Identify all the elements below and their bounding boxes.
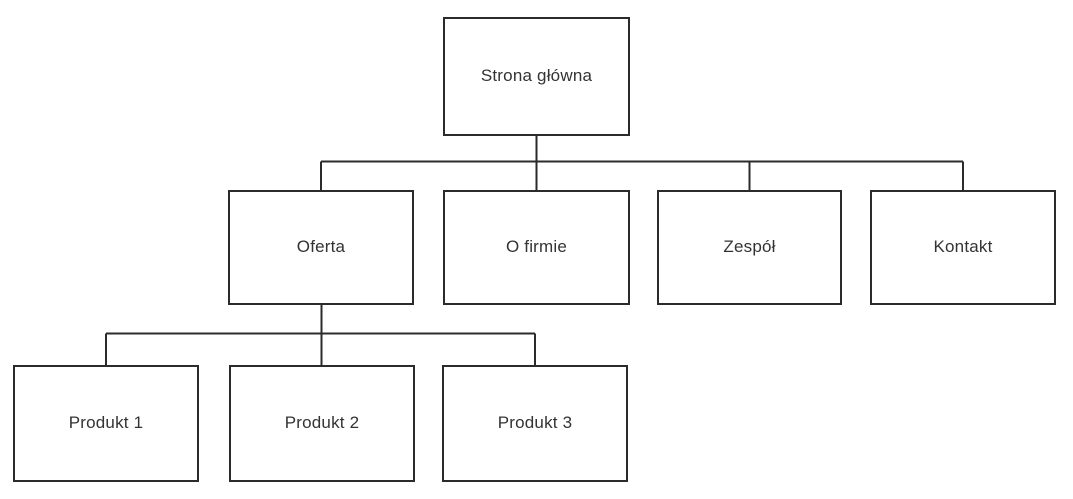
node-label: Zespół — [723, 237, 776, 257]
node-label: Strona główna — [480, 66, 593, 86]
node-label: Produkt 3 — [497, 413, 573, 433]
node-o-firmie: O firmie — [443, 190, 630, 305]
node-label: Produkt 2 — [284, 413, 360, 433]
node-oferta: Oferta — [228, 190, 414, 305]
node-label: Kontakt — [933, 237, 993, 257]
node-kontakt: Kontakt — [870, 190, 1056, 305]
node-produkt-1: Produkt 1 — [13, 365, 199, 482]
node-label: O firmie — [505, 237, 568, 257]
node-zespol: Zespół — [657, 190, 842, 305]
node-produkt-2: Produkt 2 — [229, 365, 415, 482]
node-label: Produkt 1 — [68, 413, 144, 433]
node-produkt-3: Produkt 3 — [442, 365, 628, 482]
node-strona-glowna: Strona główna — [443, 17, 630, 136]
node-label: Oferta — [296, 237, 346, 257]
